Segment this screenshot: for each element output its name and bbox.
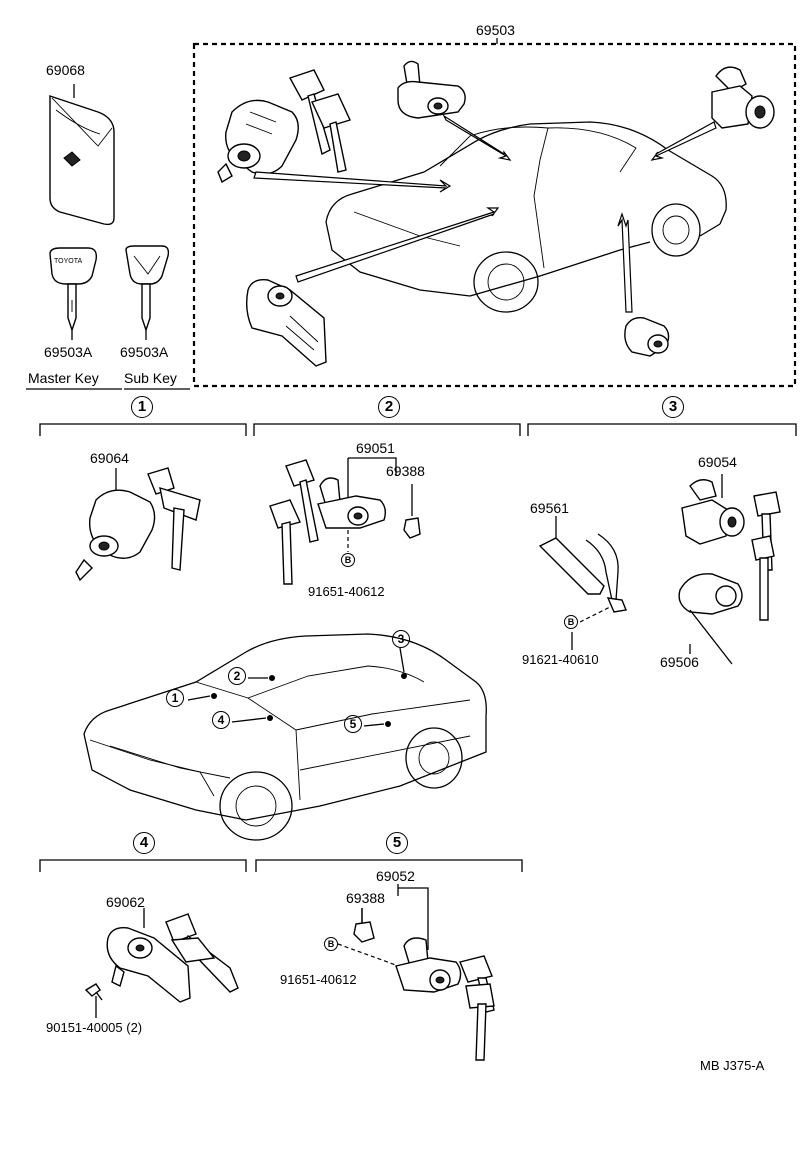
master-key-caption: Master Key [28,370,99,386]
glove-box-lock-icon [245,279,327,367]
retainer-clip-icon [353,921,375,943]
key-icon [165,913,239,993]
key-brand-mark: TOYOTA [54,258,83,265]
car-callout-2: 2 [228,667,246,685]
ignition-cylinder-part-number: 69064 [90,450,129,466]
key-icon [147,467,201,571]
key-icon [269,459,319,585]
door-lock-part-number: 69506 [660,654,699,670]
door-lock-part-number: 69051 [356,440,395,456]
car-callout-3: 3 [392,630,410,648]
key-icon [459,955,495,1061]
bolt-icon [211,673,407,727]
bolt-part-number: 91651-40612 [308,584,385,599]
glove-box-lock-part-number: 69062 [106,894,145,910]
door-lock-cylinder-icon [395,937,462,993]
key-icon [288,69,351,173]
section-2-marker: 2 [378,396,400,418]
ignition-cylinder-icon [75,489,156,582]
car-callout-5: 5 [344,715,362,733]
retainer-clip-icon [403,517,421,539]
car-outline-icon [325,121,727,313]
key-icon [751,491,781,621]
bolt-part-number: 91651-40612 [280,972,357,987]
sub-key-caption: Sub Key [124,370,177,386]
master-key-part-number: 69503A [44,344,93,360]
door-lock-cylinder-icon [624,316,670,357]
glove-box-lock-icon [106,927,191,1003]
car-callout-1: 1 [166,689,184,707]
sub-key-part-number: 69503A [120,344,169,360]
diagram-code: MB J375-A [700,1058,765,1073]
key-cover-part-number: 69068 [46,62,85,78]
bolt-marker: B [341,553,355,567]
bolt-marker: B [564,615,578,629]
door-lock-part-number: 69052 [376,868,415,884]
bolt-part-number: 91621-40610 [522,652,599,667]
screw-icon [84,983,103,1001]
lock-rod-icon [538,533,627,613]
screw-part-number: 90151-40005 (2) [46,1020,143,1035]
door-lock-cylinder-icon [397,60,466,119]
door-lock-cylinder-icon [317,477,387,529]
section-5-marker: 5 [386,832,408,854]
retainer-part-number: 69388 [346,890,385,906]
key-cover-icon [49,84,115,226]
section-4-marker: 4 [133,832,155,854]
hatch-lock-part-number: 69054 [698,454,737,470]
sub-key-icon [125,245,170,340]
section-1-marker: 1 [131,396,153,418]
section-3-marker: 3 [662,396,684,418]
hatch-lock-icon [711,66,775,129]
hatch-lock-icon [681,479,745,545]
kit-frame [192,42,797,388]
lock-rod-part-number: 69561 [530,500,569,516]
car-callout-4: 4 [212,711,230,729]
kit-part-number: 69503 [476,22,515,38]
retainer-part-number: 69388 [386,463,425,479]
door-lock-cylinder-icon [678,573,743,665]
car-outline-icon [83,633,487,841]
ignition-cylinder-icon [217,99,299,184]
master-key-icon [49,247,98,340]
bolt-marker: B [324,937,338,951]
